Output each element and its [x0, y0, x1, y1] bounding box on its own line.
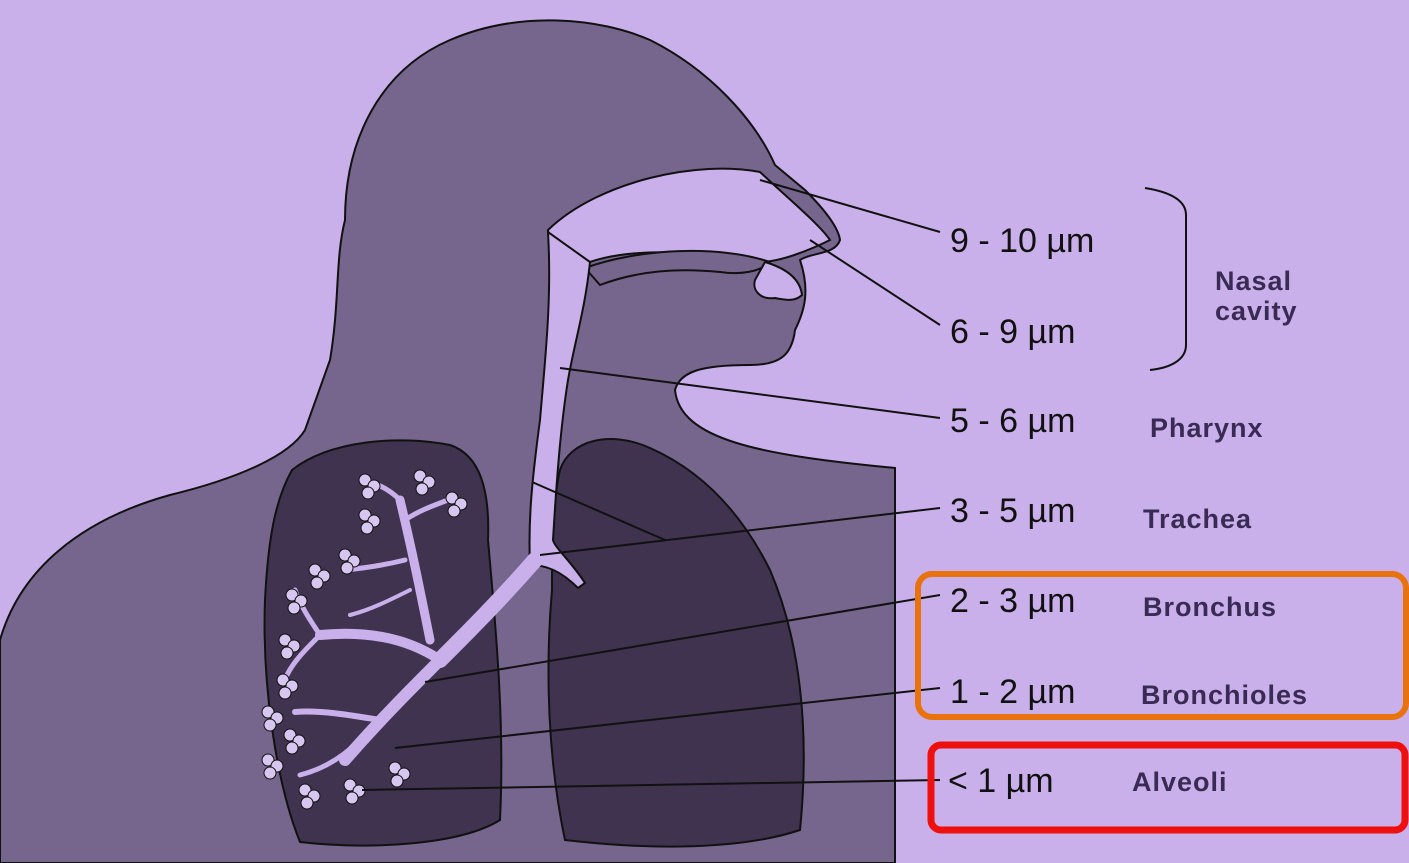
trachea-size-label: 3 - 5 µm [950, 492, 1075, 531]
alveoli-label: Alveoli [1132, 767, 1228, 798]
pharynx-size-label: 5 - 6 µm [950, 402, 1075, 441]
nasal-cavity-line-1: Nasal [1215, 266, 1298, 296]
bronchioles-size-label: 1 - 2 µm [950, 673, 1075, 712]
trachea-label: Trachea [1143, 504, 1252, 535]
nasal-lower-size-label: 6 - 9 µm [950, 313, 1075, 352]
bronchioles-label: Bronchioles [1141, 680, 1308, 711]
nasal-upper-size-label: 9 - 10 µm [950, 222, 1094, 261]
bronchus-label: Bronchus [1143, 592, 1277, 623]
pharynx-label: Pharynx [1150, 413, 1264, 444]
nasal-cavity-label: Nasal cavity [1215, 266, 1298, 326]
nasal-bracket [1145, 188, 1186, 370]
nasal-cavity-line-2: cavity [1215, 296, 1298, 326]
alveoli-size-label: < 1 µm [948, 762, 1054, 801]
bronchus-size-label: 2 - 3 µm [950, 582, 1075, 621]
